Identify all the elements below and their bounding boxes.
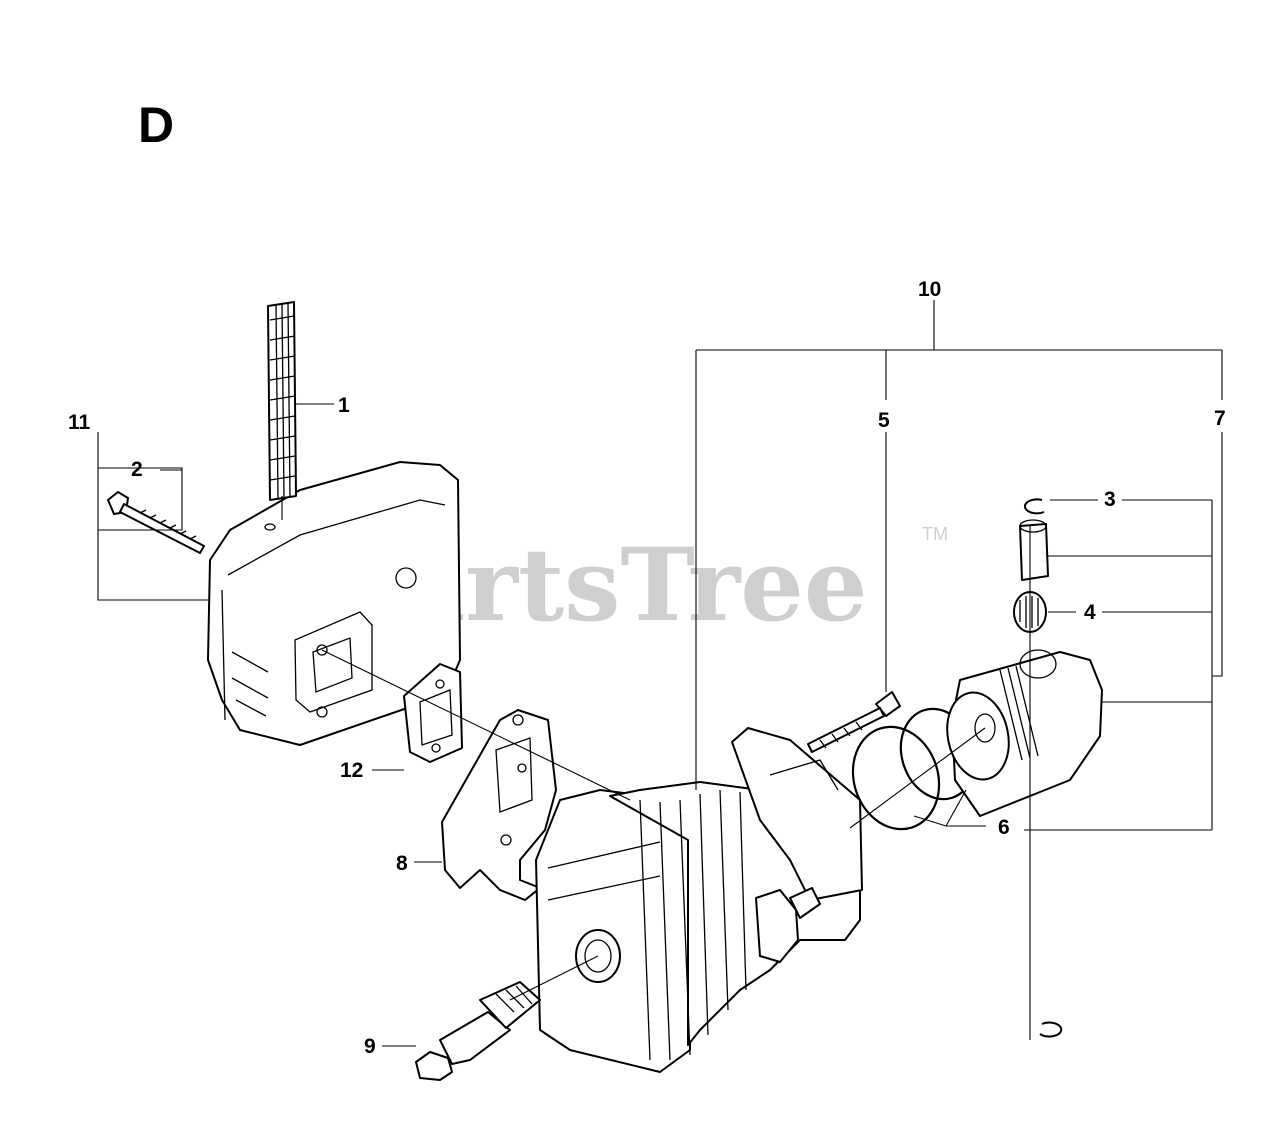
callout-7: 7 bbox=[1214, 407, 1226, 430]
callout-8: 8 bbox=[396, 852, 408, 875]
heat-shield-bracket[interactable] bbox=[441, 709, 557, 901]
callout-9: 9 bbox=[364, 1035, 376, 1058]
callout-1: 1 bbox=[338, 394, 350, 417]
muffler-gasket[interactable] bbox=[403, 663, 463, 763]
muffler-screw[interactable] bbox=[107, 491, 205, 554]
leader-lines bbox=[97, 300, 1223, 1047]
callout-6: 6 bbox=[998, 816, 1010, 839]
muffler[interactable] bbox=[207, 461, 461, 746]
watermark-trademark: TM bbox=[922, 524, 948, 544]
callout-2: 2 bbox=[131, 458, 143, 481]
callout-5: 5 bbox=[878, 409, 890, 432]
section-letter: D bbox=[138, 97, 175, 153]
callout-10: 10 bbox=[918, 278, 941, 301]
cylinder[interactable] bbox=[535, 727, 863, 1073]
callout-12: 12 bbox=[340, 759, 363, 782]
piston[interactable] bbox=[940, 649, 1103, 817]
callout-3: 3 bbox=[1104, 488, 1116, 511]
spark-plug[interactable] bbox=[415, 981, 541, 1081]
callout-4: 4 bbox=[1084, 601, 1096, 624]
callout-labels: 1 2 3 4 5 6 7 8 9 10 11 12 bbox=[68, 278, 1226, 1058]
cylinder-screw[interactable] bbox=[807, 691, 901, 753]
callout-11: 11 bbox=[68, 411, 91, 434]
warning-label[interactable] bbox=[267, 301, 297, 501]
